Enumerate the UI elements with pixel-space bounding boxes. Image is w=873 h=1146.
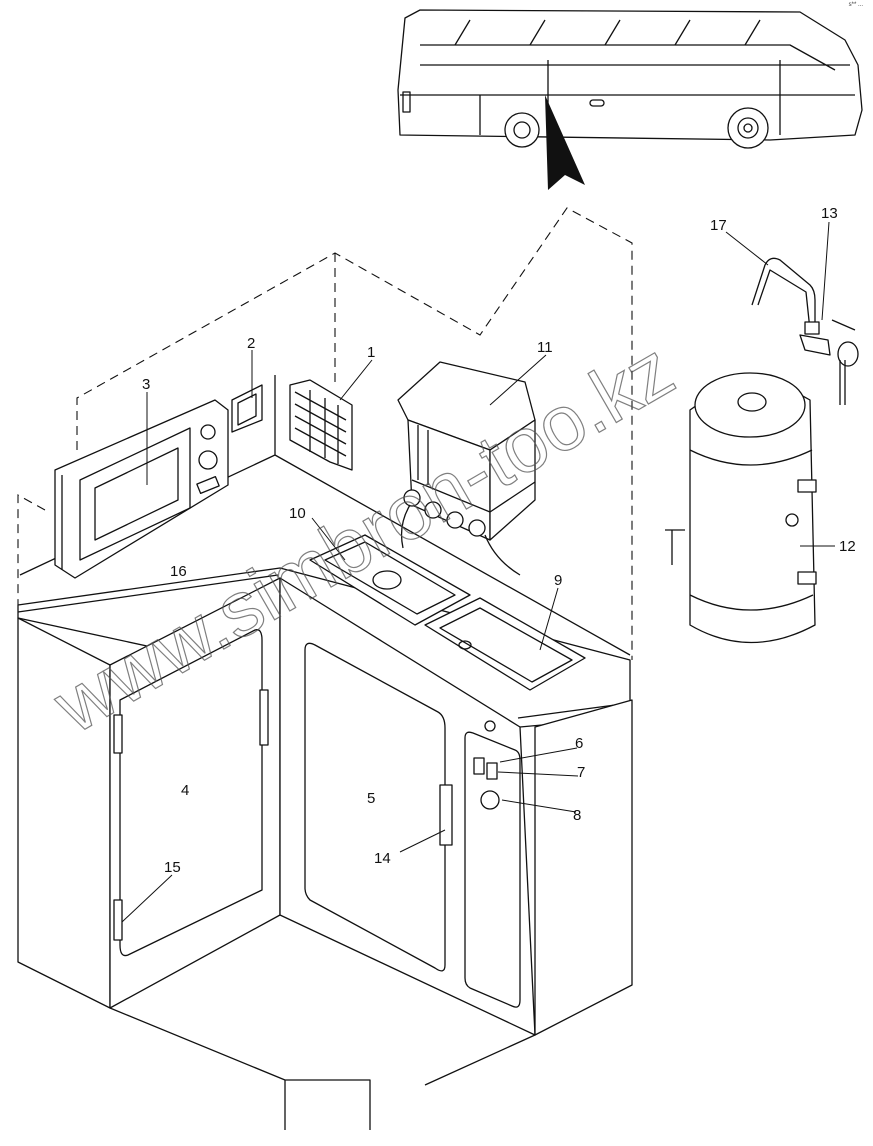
hinge-lower: [113, 899, 123, 941]
switch: [231, 384, 263, 433]
callout-8: 8: [573, 807, 581, 824]
bus-illustration: [397, 9, 863, 149]
callout-16: 16: [170, 563, 187, 580]
hinge-upper: [113, 714, 123, 754]
latch-left: [259, 689, 269, 746]
microwave: [54, 399, 229, 579]
callout-14: 14: [374, 850, 391, 867]
door-left: [119, 629, 263, 957]
location-arrow: [545, 95, 585, 190]
callout-9: 9: [554, 572, 562, 589]
corner-mark: s** ...: [848, 2, 863, 8]
callout-12: 12: [839, 538, 856, 555]
knob-8: [480, 790, 500, 810]
small-sink: [309, 534, 471, 626]
callout-6: 6: [575, 735, 583, 752]
water-boiler: [397, 361, 536, 576]
switch-6: [473, 757, 485, 775]
callout-17: 17: [710, 217, 727, 234]
callout-5: 5: [367, 790, 375, 807]
callout-4: 4: [181, 782, 189, 799]
water-heater: [665, 372, 817, 644]
switch-7: [486, 762, 498, 780]
dashed-enclosure: [17, 207, 633, 660]
callout-7: 7: [577, 764, 585, 781]
callout-11: 11: [537, 339, 553, 356]
callout-3: 3: [142, 376, 150, 393]
callout-2: 2: [247, 335, 255, 352]
door-right: [304, 642, 446, 972]
vent-grille: [289, 379, 353, 471]
callout-10: 10: [289, 505, 306, 522]
callout-13: 13: [821, 205, 838, 222]
callout-1: 1: [367, 344, 375, 361]
leader-lines: [121, 221, 835, 923]
door-handle: [439, 784, 453, 846]
water-tap: [751, 257, 859, 405]
large-sink: [424, 597, 586, 691]
callout-15: 15: [164, 859, 181, 876]
